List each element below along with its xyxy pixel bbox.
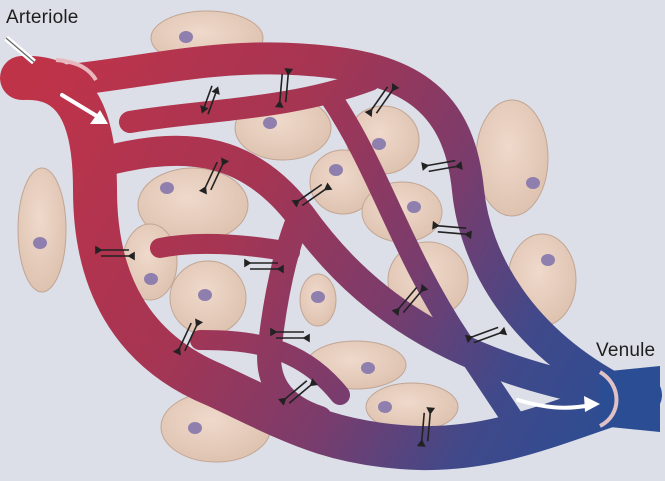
capillary-inner-loop: [160, 244, 290, 252]
arteriole-label: Arteriole: [6, 7, 79, 29]
venule-label: Venule: [596, 340, 655, 362]
venule-vessel: [600, 366, 660, 432]
tissue-cell: [476, 100, 548, 216]
tissue-cell: [18, 168, 66, 292]
tissue-cell: [300, 274, 336, 326]
tissue-cell: [170, 261, 246, 335]
